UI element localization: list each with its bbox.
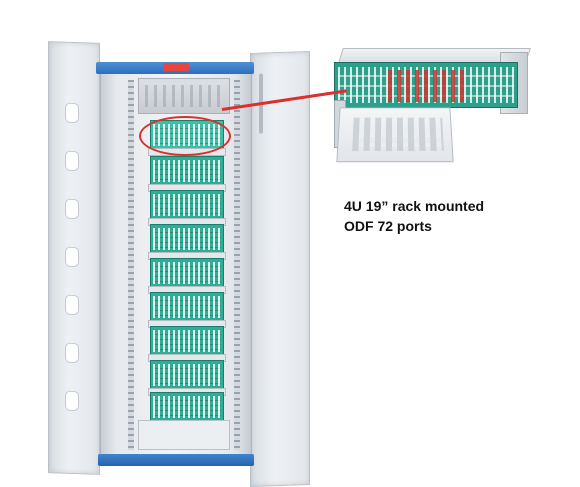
- odf-tray: [150, 292, 224, 322]
- door-vent-slot: [65, 342, 79, 364]
- door-vent-slot: [65, 294, 79, 316]
- mounting-rail-left: [128, 80, 134, 450]
- door-vent-slot: [65, 102, 79, 124]
- door-vent-slot: [65, 150, 79, 172]
- odf-tray: [150, 326, 224, 356]
- product-caption: 4U 19” rack mounted ODF 72 ports: [344, 196, 524, 236]
- caption-line-1: 4U 19” rack mounted: [344, 198, 485, 214]
- odf-tray: [150, 156, 224, 186]
- caption-line-2: ODF 72 ports: [344, 218, 432, 234]
- mounting-rail-right: [234, 80, 240, 450]
- odf-tray: [150, 190, 224, 220]
- highlight-ellipse: [139, 116, 231, 156]
- cabinet-door-right: [250, 50, 310, 487]
- odf-connector-ports: [388, 70, 466, 102]
- cabinet-door-left: [48, 41, 100, 475]
- cabinet-base: [98, 454, 254, 466]
- door-vent-slot: [65, 246, 79, 268]
- odf-tray: [150, 224, 224, 254]
- odf-tray: [150, 392, 224, 422]
- odf-tray: [150, 360, 224, 390]
- cabinet-bottom-panel: [138, 420, 230, 450]
- odf-front-panel: [336, 107, 454, 163]
- brand-logo: [163, 63, 189, 71]
- door-vent-slot: [65, 390, 79, 412]
- cabinet-top-panel: [138, 78, 230, 114]
- door-vent-slot: [65, 198, 79, 220]
- odf-tray: [150, 258, 224, 288]
